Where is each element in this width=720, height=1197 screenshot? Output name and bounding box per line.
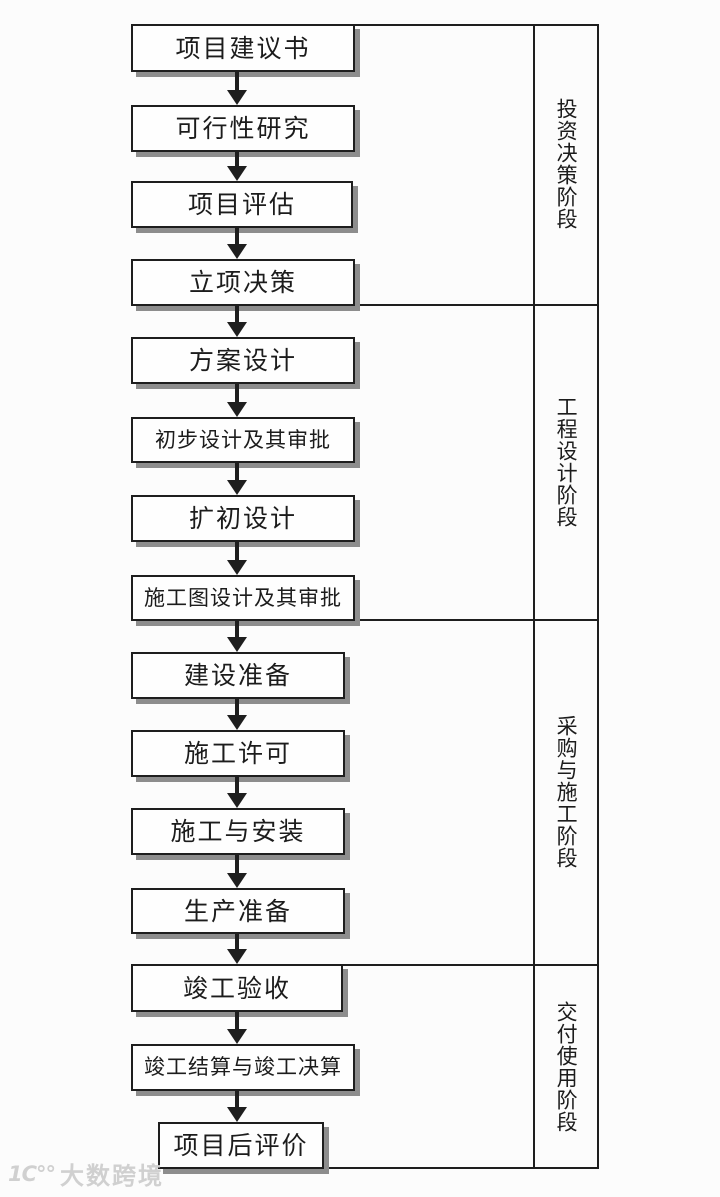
arrow-down-connector-12 (227, 934, 247, 964)
arrow-head-down-icon (227, 949, 247, 964)
arrow-stem (235, 306, 239, 324)
arrow-head-down-icon (227, 637, 247, 652)
arrow-down-connector-1 (227, 72, 247, 105)
phase-label: 工程设计阶段 (554, 395, 579, 528)
flow-box-scheme-design: 方案设计 (131, 337, 355, 384)
flow-box-project-approval-decision: 立项决策 (131, 259, 355, 306)
arrow-stem (235, 152, 239, 168)
arrow-down-connector-2 (227, 152, 247, 181)
arrow-head-down-icon (227, 90, 247, 105)
arrow-down-connector-11 (227, 855, 247, 888)
arrow-down-connector-10 (227, 777, 247, 808)
flow-box-construction-permit: 施工许可 (131, 730, 345, 777)
phase-label: 采购与施工阶段 (554, 714, 579, 869)
arrow-head-down-icon (227, 402, 247, 417)
flow-box-post-project-evaluation: 项目后评价 (158, 1122, 324, 1169)
arrow-stem (235, 228, 239, 246)
flow-box-label: 施工图设计及其审批 (144, 585, 342, 610)
arrow-head-down-icon (227, 560, 247, 575)
arrow-stem (235, 621, 239, 639)
flow-box-construction-drawing-design-approval: 施工图设计及其审批 (131, 575, 355, 621)
flow-box-label: 生产准备 (183, 896, 292, 926)
phase-column-left-line (533, 24, 535, 1169)
flow-box-label: 竣工验收 (182, 973, 291, 1003)
phase-divider-line-3 (353, 619, 599, 621)
phase-cell-engineering-design-phase: 工程设计阶段 (533, 304, 599, 619)
flow-box-completion-settlement-final-accounts: 竣工结算与竣工决算 (131, 1044, 355, 1091)
arrow-stem (235, 384, 239, 404)
arrow-head-down-icon (227, 793, 247, 808)
phase-cell-procurement-and-construction-phase: 采购与施工阶段 (533, 619, 599, 964)
watermark-text: 大数跨境 (60, 1162, 165, 1190)
flow-box-project-evaluation: 项目评估 (131, 181, 353, 228)
phase-label: 投资决策阶段 (554, 98, 579, 230)
arrow-stem (235, 777, 239, 795)
phase-label: 交付使用阶段 (554, 1000, 579, 1133)
flow-box-label: 项目建议书 (175, 33, 311, 63)
flow-box-label: 项目评估 (187, 190, 296, 219)
flow-box-feasibility-study: 可行性研究 (131, 105, 355, 152)
flow-box-label: 初步设计及其审批 (155, 427, 331, 452)
flow-box-construction-and-installation: 施工与安装 (131, 808, 345, 855)
arrow-down-connector-3 (227, 228, 247, 259)
flow-box-label: 立项决策 (188, 268, 297, 297)
flow-box-label: 施工与安装 (170, 817, 306, 846)
flow-box-label: 方案设计 (188, 346, 297, 375)
watermark: 1C°° 大数跨境 (8, 1156, 164, 1191)
arrow-stem (235, 542, 239, 562)
arrow-head-down-icon (227, 873, 247, 888)
flow-box-label: 可行性研究 (175, 114, 311, 143)
phase-cell-delivery-and-use-phase: 交付使用阶段 (533, 964, 599, 1169)
phase-column-right-line (597, 24, 599, 1169)
arrow-down-connector-13 (227, 1012, 247, 1044)
flow-box-label: 扩初设计 (188, 504, 297, 533)
arrow-head-down-icon (227, 1029, 247, 1044)
arrow-down-connector-6 (227, 463, 247, 495)
arrow-stem (235, 463, 239, 482)
arrow-down-connector-4 (227, 306, 247, 337)
phase-cell-investment-decision-phase: 投资决策阶段 (533, 24, 599, 304)
flow-box-production-preparation: 生产准备 (131, 888, 345, 934)
arrow-head-down-icon (227, 166, 247, 181)
watermark-logo-icon: 1C°° (8, 1161, 56, 1186)
arrow-head-down-icon (227, 244, 247, 259)
arrow-down-connector-5 (227, 384, 247, 417)
phase-divider-line-2 (353, 304, 599, 306)
arrow-down-connector-8 (227, 621, 247, 652)
flow-box-label: 项目后评价 (173, 1131, 309, 1160)
phase-divider-line-4 (341, 964, 599, 966)
flow-box-completion-acceptance: 竣工验收 (131, 964, 343, 1012)
arrow-head-down-icon (227, 480, 247, 495)
arrow-stem (235, 72, 239, 92)
arrow-head-down-icon (227, 322, 247, 337)
flow-box-project-proposal: 项目建议书 (131, 24, 355, 72)
arrow-stem (235, 1091, 239, 1109)
flow-box-construction-preparation: 建设准备 (131, 652, 345, 699)
arrow-stem (235, 855, 239, 875)
arrow-head-down-icon (227, 1107, 247, 1122)
flow-box-label: 竣工结算与竣工决算 (144, 1055, 342, 1079)
arrow-down-connector-14 (227, 1091, 247, 1122)
arrow-stem (235, 934, 239, 951)
arrow-head-down-icon (227, 715, 247, 730)
flow-box-expanded-preliminary-design: 扩初设计 (131, 495, 355, 542)
flow-box-label: 施工许可 (183, 739, 292, 768)
phase-divider-line-5 (322, 1167, 599, 1169)
phase-divider-line-1 (353, 24, 599, 26)
flow-box-preliminary-design-and-approval: 初步设计及其审批 (131, 417, 355, 463)
arrow-down-connector-7 (227, 542, 247, 575)
flow-box-label: 建设准备 (183, 661, 292, 690)
arrow-stem (235, 1012, 239, 1031)
arrow-stem (235, 699, 239, 717)
arrow-down-connector-9 (227, 699, 247, 730)
